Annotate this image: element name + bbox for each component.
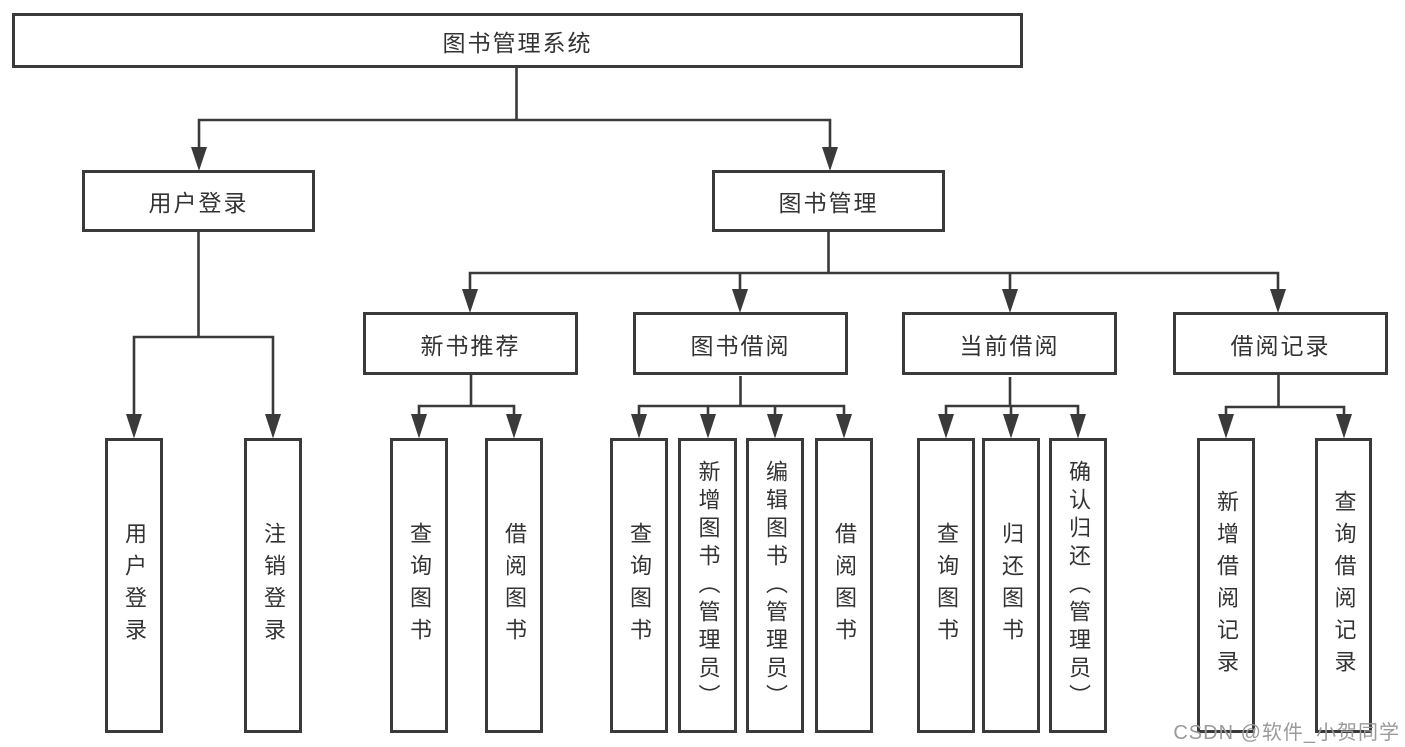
leaf-query-books-newbook: 查询图书 (390, 438, 448, 733)
leaf-add-borrow-record: 新增借阅记录 (1197, 438, 1255, 733)
node-label: 查询图书 (627, 521, 652, 650)
leaf-query-books-current: 查询图书 (917, 438, 975, 733)
node-new-book-recommend: 新书推荐 (363, 312, 578, 375)
node-label: 确认归还（管理员） (1066, 459, 1091, 712)
node-label: 借阅图书 (502, 521, 527, 650)
leaf-edit-books-admin: 编辑图书（管理员） (746, 438, 804, 733)
node-label: 查询借阅记录 (1331, 489, 1357, 682)
leaf-query-borrow-record: 查询借阅记录 (1315, 438, 1372, 733)
leaf-borrow-books-newbook: 借阅图书 (485, 438, 543, 733)
node-label: 编辑图书（管理员） (763, 459, 788, 712)
node-book-management: 图书管理 (712, 170, 945, 232)
node-label: 用户登录 (122, 521, 147, 650)
node-label: 查询图书 (407, 521, 432, 650)
node-label: 新增借阅记录 (1214, 489, 1239, 682)
node-label: 归还图书 (999, 521, 1024, 650)
leaf-query-books-borrow: 查询图书 (610, 438, 668, 733)
node-label: 新书推荐 (420, 332, 521, 359)
node-label: 当前借阅 (959, 332, 1060, 359)
node-label: 注销登录 (261, 521, 286, 650)
node-label: 查询图书 (934, 521, 959, 650)
node-label: 图书管理 (778, 190, 879, 216)
node-label: 图书借阅 (690, 332, 791, 359)
node-current-borrowing: 当前借阅 (902, 312, 1117, 375)
node-user-login: 用户登录 (82, 170, 315, 232)
leaf-user-login: 用户登录 (105, 438, 163, 733)
node-borrowing-records: 借阅记录 (1173, 312, 1388, 375)
node-label: 新增图书（管理员） (695, 459, 721, 712)
node-label: 图书管理系统 (442, 29, 593, 56)
leaf-add-books-admin: 新增图书（管理员） (678, 438, 737, 733)
node-label: 借阅记录 (1230, 332, 1331, 359)
node-book-borrowing: 图书借阅 (633, 312, 848, 375)
leaf-confirm-return-admin: 确认归还（管理员） (1049, 438, 1107, 733)
node-label: 借阅图书 (832, 521, 857, 650)
leaf-borrow-books-borrow: 借阅图书 (815, 438, 873, 733)
node-label: 用户登录 (148, 190, 249, 216)
leaf-return-books: 归还图书 (982, 438, 1040, 733)
node-library-management-system: 图书管理系统 (12, 13, 1023, 68)
leaf-logout: 注销登录 (244, 438, 302, 733)
